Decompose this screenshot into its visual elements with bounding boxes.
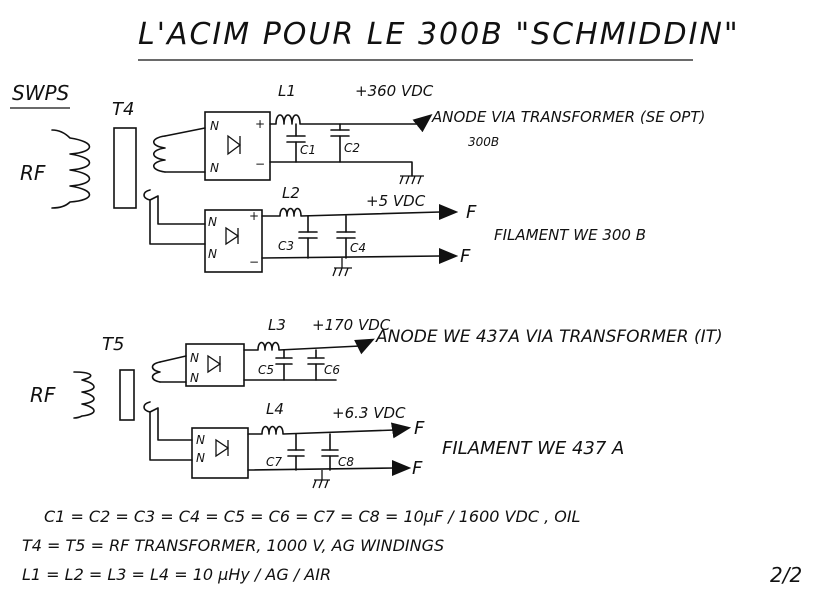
title: L'ACIM POUR LE 300B "SCHMIDDIN" — [138, 17, 740, 52]
f-label-2: F — [460, 246, 471, 267]
f-label-4: F — [412, 458, 423, 479]
f-label-3: F — [414, 418, 425, 439]
l1-inductor — [269, 114, 421, 125]
ground-icon — [399, 175, 424, 185]
l4-inductor — [247, 425, 396, 435]
rect-b1-n1: N — [208, 215, 217, 229]
ground-icon — [332, 258, 352, 277]
section-swps: SWPS RF T4 N N + − L1 C1 C2 — [10, 81, 705, 277]
t4-secondary-coil-b — [149, 195, 206, 225]
t5-core — [119, 369, 135, 421]
rectifier-b2 — [191, 427, 249, 479]
section-2: T5 RF N N L3 C5 C6 +170 VDC ANODE WE 437… — [30, 316, 723, 489]
diode-icon — [215, 438, 230, 458]
rf-label-2: RF — [30, 383, 56, 407]
c7-label: C7 — [266, 455, 282, 469]
rect-b2-n2: N — [196, 451, 205, 465]
anode-300b-sub: 300B — [468, 135, 499, 149]
l2-label: L2 — [282, 184, 300, 202]
rect-a2-n1: N — [190, 351, 199, 365]
v5-label: +5 VDC — [366, 192, 426, 210]
f-label-1: F — [466, 202, 477, 223]
anode-437a-dest: ANODE WE 437A VIA TRANSFORMER (IT) — [375, 327, 723, 347]
c6-label: C6 — [324, 363, 340, 377]
t5-label: T5 — [102, 334, 124, 355]
c4-label: C4 — [350, 241, 366, 255]
rect-b1-n2: N — [208, 247, 217, 261]
rf-label-1: RF — [20, 161, 46, 185]
t5-secondary-coil-b — [149, 407, 193, 441]
l2-inductor — [261, 207, 441, 217]
v63-label: +6.3 VDC — [332, 404, 406, 422]
l3-inductor — [243, 341, 361, 351]
l1-label: L1 — [278, 82, 296, 100]
note-caps: C1 = C2 = C3 = C4 = C5 = C6 = C7 = C8 = … — [44, 507, 580, 526]
l3-label: L3 — [268, 316, 286, 334]
v360-label: +360 VDC — [355, 82, 434, 100]
c8-label: C8 — [338, 455, 354, 469]
swps-label: SWPS — [12, 81, 70, 105]
c3-label: C3 — [278, 239, 294, 253]
rf-primary-coil-2 — [73, 371, 95, 419]
filament-300b-dest: FILAMENT WE 300 B — [494, 226, 646, 244]
rect-a2-n2: N — [190, 371, 199, 385]
note-transformers: T4 = T5 = RF TRANSFORMER, 1000 V, AG WIN… — [22, 536, 444, 555]
diode-icon — [227, 134, 242, 156]
filament-437a-dest: FILAMENT WE 437 A — [442, 438, 624, 459]
t4-core — [113, 127, 137, 209]
rect-b1-minus: − — [249, 255, 259, 269]
ground-icon — [312, 470, 330, 489]
t5-secondary-coil-a — [151, 361, 161, 383]
page-number: 2/2 — [770, 563, 802, 587]
anode-300b-dest: ANODE VIA TRANSFORMER (SE OPT) — [431, 108, 705, 126]
rf-primary-coil-1 — [51, 129, 91, 209]
rect-b2-n1: N — [196, 433, 205, 447]
rectifier-b1 — [204, 209, 263, 273]
rect-a1-n2: N — [210, 161, 219, 175]
rect-b1-plus: + — [249, 209, 259, 223]
t4-label: T4 — [112, 99, 134, 120]
rect-a1-plus: + — [255, 117, 265, 131]
note-inductors: L1 = L2 = L3 = L4 = 10 µHy / AG / AIR — [22, 565, 331, 584]
t4-secondary-coil-a — [152, 135, 166, 173]
c2-label: C2 — [344, 141, 360, 155]
rectifier-a1 — [204, 111, 271, 181]
c1-label: C1 — [300, 143, 316, 157]
rect-a1-n1: N — [210, 119, 219, 133]
rectifier-a2 — [185, 343, 245, 387]
v170-label: +170 VDC — [312, 316, 391, 334]
rect-a1-minus: − — [255, 157, 265, 171]
diode-icon — [225, 226, 240, 246]
l4-label: L4 — [266, 400, 284, 418]
c5-label: C5 — [258, 363, 274, 377]
diode-icon — [207, 354, 222, 374]
